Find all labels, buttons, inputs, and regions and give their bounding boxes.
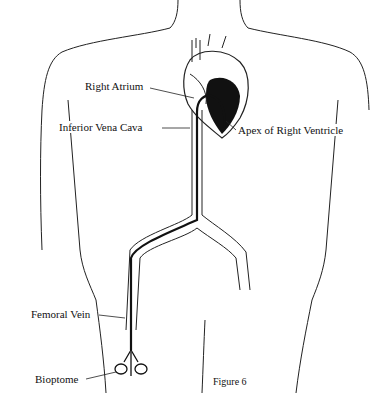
part-label: Femoral Vein — [30, 308, 91, 320]
part-label: Bioptome — [34, 373, 79, 385]
part-label: Apex of Right Ventricle — [237, 124, 344, 136]
part-label: Inferior Vena Cava — [58, 121, 143, 133]
part-label: Right Atrium — [84, 80, 144, 92]
figure-caption: Figure 6 — [212, 376, 248, 387]
